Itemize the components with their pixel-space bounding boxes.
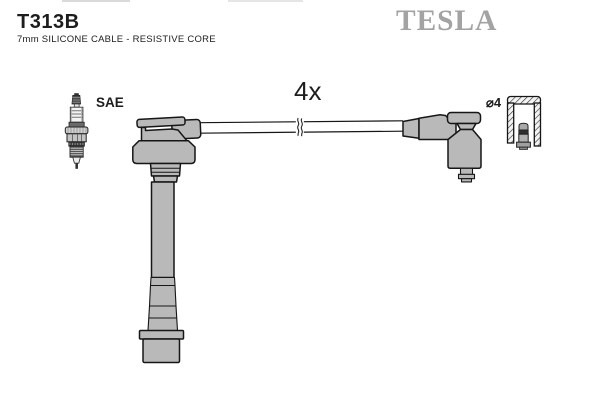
spark-plug-icon <box>64 93 89 169</box>
ignition-cable <box>198 117 404 137</box>
brand-logo: TESLA <box>396 4 498 37</box>
terminal-cross-section-icon <box>506 95 542 150</box>
scan-artifact <box>228 0 303 2</box>
spark-plug-terminal-label: SAE <box>96 95 124 110</box>
quantity-label: 4x <box>294 76 322 106</box>
cable-break-icon <box>295 117 304 137</box>
plug-boot-icon <box>402 111 482 183</box>
part-number: T313B <box>17 11 80 33</box>
scan-artifact <box>62 0 130 2</box>
terminal-diameter-label: ⌀4 <box>486 95 502 110</box>
cable-spec-subtitle: 7mm SILICONE CABLE - RESISTIVE CORE <box>17 34 216 45</box>
terminal-pin-icon <box>516 122 531 150</box>
coil-boot-icon <box>132 116 202 364</box>
